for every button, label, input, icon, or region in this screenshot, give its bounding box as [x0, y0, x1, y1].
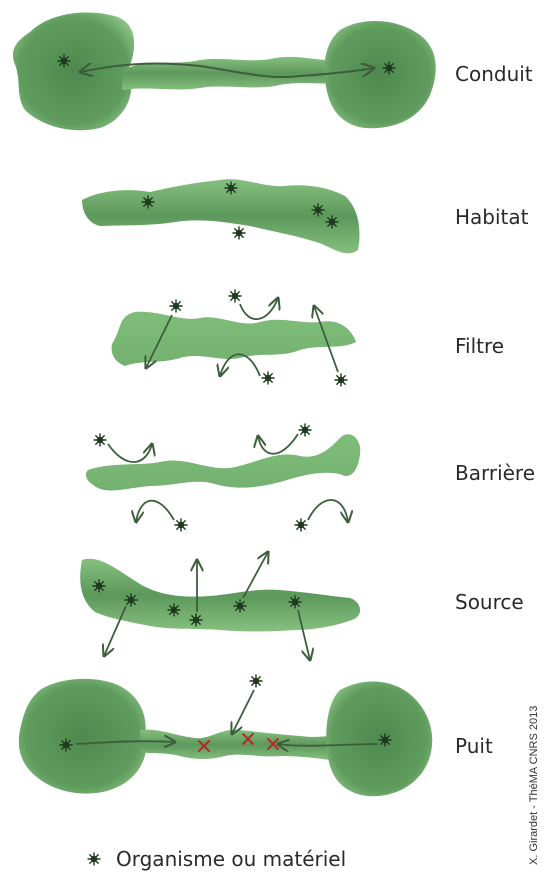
corridor	[80, 559, 360, 632]
organism-star-icon	[383, 62, 395, 74]
row-conduit	[13, 13, 436, 131]
organism-star-icon	[93, 580, 105, 592]
organism-star-icon	[170, 300, 182, 312]
organism-star-icon	[250, 675, 262, 687]
corridor	[122, 57, 340, 90]
organism-star-icon	[234, 600, 246, 612]
organism-star-icon	[225, 182, 237, 194]
row-habitat	[82, 179, 359, 253]
organism-star-icon	[299, 424, 311, 436]
movement-arrow	[108, 444, 152, 462]
organism-star-icon	[60, 739, 72, 751]
label-barriere: Barrière	[455, 463, 535, 483]
organism-star-icon	[175, 519, 187, 531]
habitat-patch-right	[324, 21, 435, 128]
corridor	[86, 434, 360, 490]
organism-star-icon	[125, 594, 137, 606]
organism-star-icon	[168, 604, 180, 616]
organism-star-icon	[335, 374, 347, 386]
organism-star-icon	[326, 216, 338, 228]
organism-star-icon	[295, 519, 307, 531]
label-filtre: Filtre	[455, 336, 504, 356]
organism-star-icon	[289, 596, 301, 608]
row-filtre	[112, 290, 356, 386]
habitat-patch-left	[13, 13, 134, 131]
organism-star-icon	[262, 372, 274, 384]
movement-arrow	[258, 434, 298, 454]
organism-star-icon	[229, 290, 241, 302]
organism-star-icon	[94, 434, 106, 446]
row-puit	[19, 675, 432, 796]
movement-arrow	[232, 690, 254, 734]
habitat-patch-right	[326, 681, 432, 796]
organism-star-icon	[88, 853, 100, 865]
credit-text: X. Girardet - ThéMA CNRS 2013	[528, 665, 542, 865]
organism-star-icon	[233, 227, 245, 239]
organism-star-icon	[312, 204, 324, 216]
habitat-patch-left	[19, 679, 146, 794]
organism-star-icon	[379, 734, 391, 746]
organism-star-icon	[58, 55, 70, 67]
movement-arrow	[136, 501, 174, 522]
movement-arrow	[240, 298, 278, 319]
organism-star-icon	[142, 196, 154, 208]
row-barriere	[86, 424, 360, 531]
row-source	[80, 552, 360, 660]
label-conduit: Conduit	[455, 64, 533, 84]
organism-star-icon	[190, 614, 202, 626]
label-source: Source	[455, 592, 524, 612]
label-puit: Puit	[455, 736, 493, 756]
legend-label: Organisme ou matériel	[116, 848, 346, 870]
movement-arrow	[308, 500, 348, 522]
label-habitat: Habitat	[455, 207, 529, 227]
